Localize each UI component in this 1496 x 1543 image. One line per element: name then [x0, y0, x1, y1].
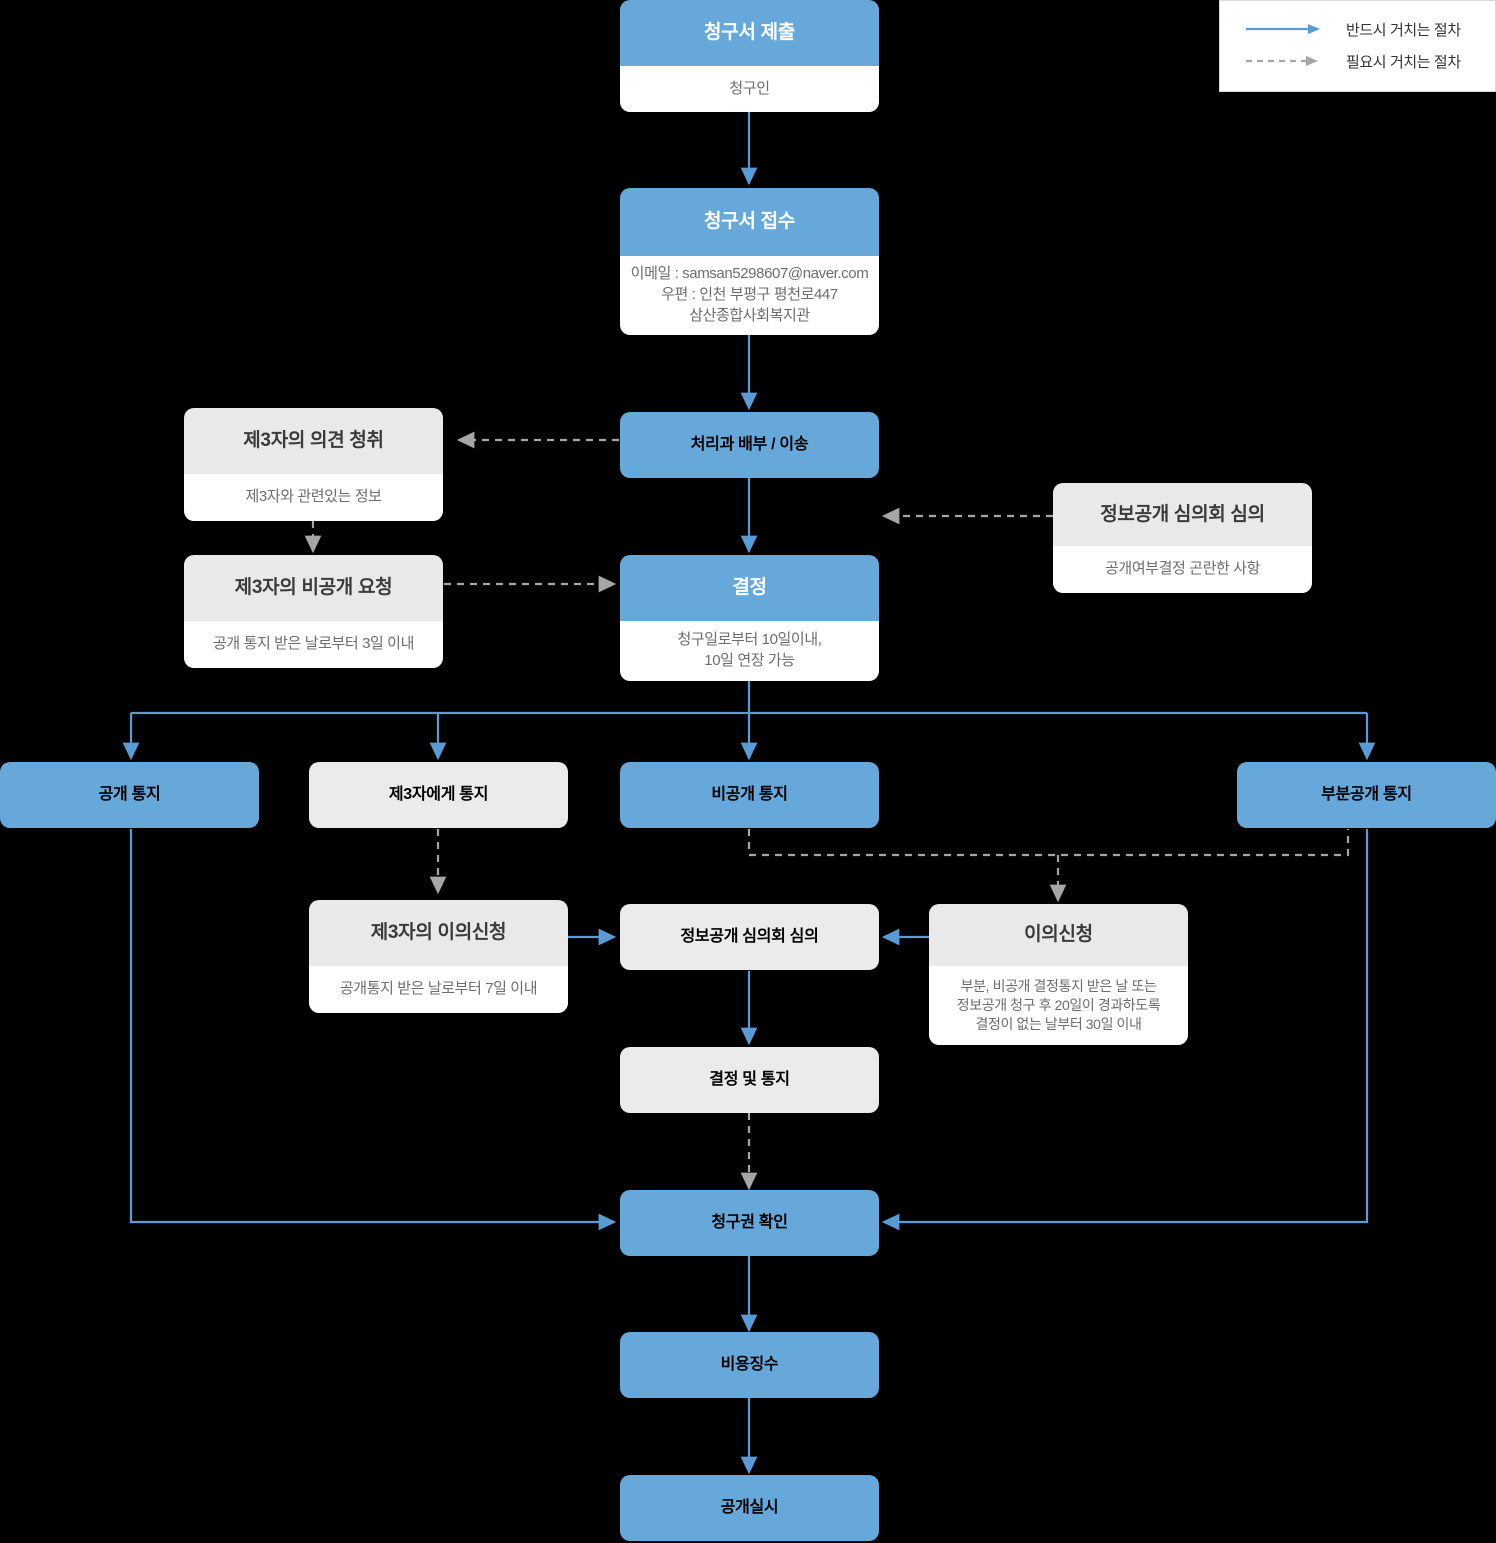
node-fee[interactable]: 비용징수 — [620, 1332, 879, 1398]
node-distribute[interactable]: 처리과 배부 / 이송 — [620, 412, 879, 478]
node-notice-partial-title: 부분공개 통지 — [1321, 786, 1412, 803]
node-appeal-detail-line-1: 부분, 비공개 결정통지 받은 날 또는 — [960, 977, 1157, 994]
node-decision-title: 결정 — [620, 555, 879, 621]
node-receive[interactable]: 청구서 접수 이메일 : samsan5298607@naver.com 우편 … — [620, 188, 879, 335]
node-disclose[interactable]: 공개실시 — [620, 1475, 879, 1541]
node-third-party-opinion[interactable]: 제3자의 의견 청취 제3자와 관련있는 정보 — [184, 408, 443, 521]
node-notice-third-party-title: 제3자에게 통지 — [388, 786, 489, 803]
node-third-party-appeal-detail: 공개통지 받은 날로부터 7일 이내 — [309, 966, 568, 1013]
node-third-party-opinion-detail: 제3자와 관련있는 정보 — [184, 474, 443, 521]
node-receive-detail-line-3: 삼산종합사회복지관 — [689, 306, 810, 324]
legend-item-optional: 필요시 거치는 절차 — [1220, 47, 1495, 75]
node-committee-review-mid-title: 정보공개 심의회 심의 — [680, 928, 819, 945]
dashed-edges — [304, 431, 1067, 1191]
node-disclose-title: 공개실시 — [720, 1499, 779, 1516]
legend-label-optional: 필요시 거치는 절차 — [1346, 53, 1461, 71]
node-appeal[interactable]: 이의신청 부분, 비공개 결정통지 받은 날 또는 정보공개 청구 후 20일이… — [929, 904, 1188, 1045]
node-submit-detail: 청구인 — [620, 66, 879, 112]
node-third-party-nondisclosure[interactable]: 제3자의 비공개 요청 공개 통지 받은 날로부터 3일 이내 — [184, 555, 443, 668]
node-confirm-right-title: 청구권 확인 — [711, 1214, 788, 1231]
node-committee-review-top-detail: 공개여부결정 곤란한 사항 — [1053, 546, 1312, 593]
node-committee-review-top-title: 정보공개 심의회 심의 — [1053, 483, 1312, 546]
dashed-bus — [747, 829, 1350, 857]
node-decision-notice-title: 결정 및 통지 — [709, 1071, 790, 1088]
legend-item-required: 반드시 거치는 절차 — [1220, 15, 1495, 43]
node-appeal-title: 이의신청 — [929, 904, 1188, 966]
node-committee-review-top[interactable]: 정보공개 심의회 심의 공개여부결정 곤란한 사항 — [1053, 483, 1312, 593]
node-receive-detail: 이메일 : samsan5298607@naver.com 우편 : 인천 부평… — [620, 256, 879, 335]
node-notice-open[interactable]: 공개 통지 — [0, 762, 259, 828]
node-notice-closed-title: 비공개 통지 — [711, 786, 788, 803]
legend-box: 반드시 거치는 절차 필요시 거치는 절차 — [1219, 0, 1496, 92]
node-receive-detail-line-1: 이메일 : samsan5298607@naver.com — [630, 265, 869, 283]
node-third-party-nondisclosure-detail: 공개 통지 받은 날로부터 3일 이내 — [184, 621, 443, 668]
node-receive-title: 청구서 접수 — [620, 188, 879, 256]
legend-label-required: 반드시 거치는 절차 — [1346, 21, 1461, 39]
node-appeal-detail-line-3: 결정이 없는 날부터 30일 이내 — [975, 1016, 1142, 1033]
node-submit-title: 청구서 제출 — [620, 0, 879, 66]
node-confirm-right[interactable]: 청구권 확인 — [620, 1190, 879, 1256]
node-appeal-detail-line-2: 정보공개 청구 후 20일이 경과하도록 — [956, 996, 1161, 1013]
node-notice-closed[interactable]: 비공개 통지 — [620, 762, 879, 828]
node-receive-detail-line-2: 우편 : 인천 부평구 평천로447 — [661, 286, 838, 304]
node-decision[interactable]: 결정 청구일로부터 10일이내, 10일 연장 가능 — [620, 555, 879, 681]
node-decision-notice[interactable]: 결정 및 통지 — [620, 1047, 879, 1113]
node-committee-review-mid[interactable]: 정보공개 심의회 심의 — [620, 904, 879, 970]
node-decision-detail-line-1: 청구일로부터 10일이내, — [677, 631, 822, 649]
solid-edges — [122, 112, 1376, 1475]
node-third-party-nondisclosure-title: 제3자의 비공개 요청 — [184, 555, 443, 621]
node-decision-detail-line-2: 10일 연장 가능 — [704, 652, 795, 669]
node-fee-title: 비용징수 — [720, 1356, 779, 1373]
solid-arrow-icon — [1246, 22, 1324, 36]
node-appeal-detail: 부분, 비공개 결정통지 받은 날 또는 정보공개 청구 후 20일이 경과하도… — [929, 966, 1188, 1045]
node-third-party-appeal[interactable]: 제3자의 이의신청 공개통지 받은 날로부터 7일 이내 — [309, 900, 568, 1013]
node-distribute-title: 처리과 배부 / 이송 — [690, 436, 809, 453]
node-submit[interactable]: 청구서 제출 청구인 — [620, 0, 879, 112]
node-third-party-opinion-title: 제3자의 의견 청취 — [184, 408, 443, 474]
node-notice-third-party[interactable]: 제3자에게 통지 — [309, 762, 568, 828]
node-notice-partial[interactable]: 부분공개 통지 — [1237, 762, 1496, 828]
node-decision-detail: 청구일로부터 10일이내, 10일 연장 가능 — [620, 621, 879, 681]
node-third-party-appeal-title: 제3자의 이의신청 — [309, 900, 568, 966]
node-notice-open-title: 공개 통지 — [98, 786, 161, 803]
dashed-arrow-icon — [1246, 54, 1324, 68]
